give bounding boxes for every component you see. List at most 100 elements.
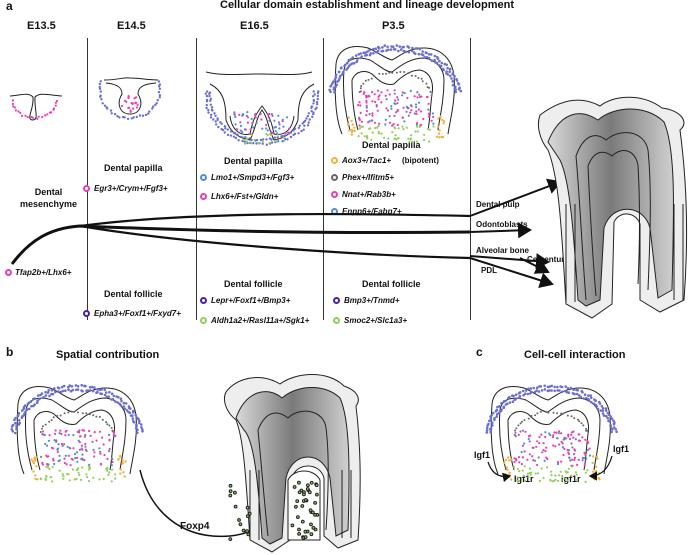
cell-dot [516, 467, 520, 470]
cell-dot [158, 96, 161, 99]
cell-dot [423, 138, 426, 142]
cell-dot [78, 440, 81, 444]
cell-dot [570, 442, 573, 445]
cell-dot [367, 78, 370, 81]
e165-follicle-title: Dental follicle [224, 279, 283, 289]
cell-dot [365, 99, 368, 102]
cell-dot [371, 100, 374, 103]
cell-dot [312, 99, 316, 103]
cell-dot [454, 90, 458, 94]
cell-dot [416, 96, 419, 99]
cell-dot [120, 399, 123, 403]
cell-dot [427, 112, 430, 115]
cell-dot [417, 77, 420, 79]
cell-dot [489, 417, 493, 421]
cell-dot [36, 399, 39, 403]
cell-dot [351, 123, 354, 126]
cell-dot [99, 94, 102, 97]
purple-marker-icon [333, 297, 340, 304]
cell-dot [262, 138, 265, 141]
cell-dot [384, 94, 387, 97]
cell-dot [582, 397, 585, 400]
cell-dot [511, 400, 515, 404]
cell-dot [129, 110, 132, 113]
cell-dot [383, 44, 387, 47]
cell-dot [301, 122, 304, 125]
cell-dot [365, 94, 368, 97]
cell-dot [538, 435, 541, 439]
cell-dot [18, 421, 22, 425]
cell-dot [576, 463, 579, 466]
cell-dot [363, 91, 366, 94]
cell-dot [531, 446, 534, 449]
cell-dot [548, 389, 551, 392]
cell-dot [68, 384, 72, 387]
cell-dot [550, 389, 553, 392]
cell-dot [364, 51, 367, 54]
cell-dot [270, 131, 273, 134]
cell-dot [567, 433, 570, 436]
cell-dot [63, 461, 66, 465]
cell-dot [451, 80, 455, 83]
cell-dot [70, 410, 73, 413]
cell-dot [529, 387, 532, 390]
cell-dot [92, 476, 95, 479]
cell-dot [359, 111, 362, 115]
cell-dot [47, 439, 51, 442]
cell-dot [267, 113, 270, 116]
cell-dot [593, 478, 596, 481]
cell-dot [535, 389, 538, 392]
cell-dot [347, 116, 350, 120]
cell-dot [144, 113, 148, 117]
cell-dot [55, 99, 59, 103]
cell-dot [76, 460, 79, 463]
cell-dot [213, 112, 216, 115]
cell-dot [92, 448, 95, 451]
cell-dot [491, 421, 494, 425]
cell-dot [332, 80, 335, 83]
cell-dot [278, 127, 281, 130]
cell-dot [508, 471, 511, 474]
bipotent-label: (bipotent) [402, 156, 439, 165]
cell-dot [86, 389, 90, 392]
cell-dot [20, 114, 24, 117]
cell-dot [245, 514, 250, 518]
cell-dot [401, 94, 404, 97]
cell-dot [265, 127, 268, 130]
cell-dot [435, 61, 439, 65]
cell-dot [241, 130, 244, 134]
cell-dot [393, 92, 396, 95]
cell-dot [409, 104, 412, 107]
cell-dot [427, 56, 431, 60]
cell-dot [56, 447, 60, 450]
cell-dot [410, 49, 414, 53]
cell-dot [579, 395, 583, 399]
cell-dot [71, 468, 74, 471]
cell-dot [102, 477, 105, 481]
cell-dot [54, 432, 57, 435]
cell-dot [11, 99, 15, 102]
cell-dot [506, 456, 510, 459]
cell-dot [517, 479, 521, 483]
cell-dot [44, 394, 48, 397]
cell-dot [111, 468, 114, 471]
cell-dot [114, 473, 117, 476]
cell-dot [63, 457, 66, 460]
cell-dot [122, 405, 126, 408]
cell-dot [518, 470, 521, 473]
cell-dot [572, 388, 575, 392]
cell-dot [312, 102, 315, 105]
cell-dot [234, 115, 237, 119]
cell-dot [53, 387, 56, 390]
cell-dot [157, 85, 161, 88]
cell-dot [92, 414, 95, 417]
cell-dot [64, 430, 67, 433]
cell-dot [354, 54, 358, 57]
cell-dot [136, 103, 139, 106]
cell-dot [136, 428, 139, 432]
cell-dot [261, 127, 264, 130]
cell-dot [61, 444, 64, 447]
cell-dot [389, 48, 393, 51]
cell-dot [61, 389, 65, 393]
cell-dot [373, 121, 377, 124]
